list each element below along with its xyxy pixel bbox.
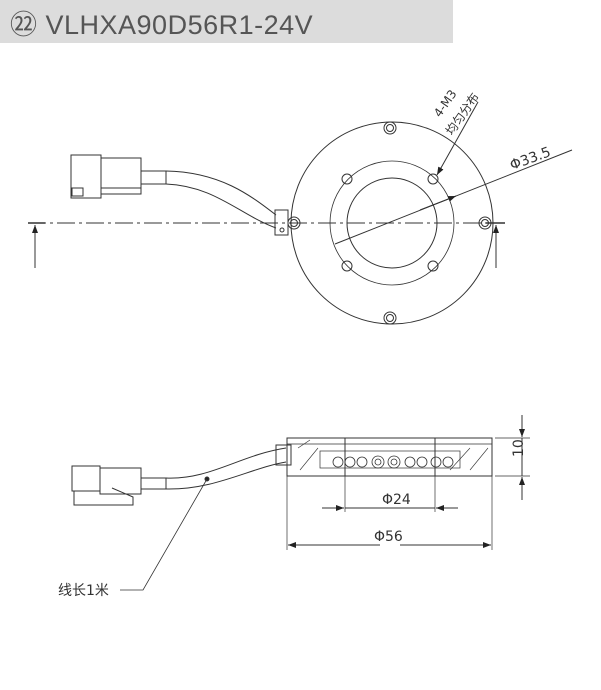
mounting-holes [341,173,439,272]
cable-clamp [274,209,289,236]
screws [287,121,492,325]
title-bar: ㉒ VLHXA90D56R1-24V [0,0,453,43]
cable-length-label: 线长1米 [58,583,109,599]
bolt-circle [329,160,455,286]
ring-body-section [286,437,493,477]
connector-side [71,444,292,506]
product-title: ㉒ VLHXA90D56R1-24V [10,10,314,40]
inner-diameter-label: Φ24 [382,492,411,508]
side-view: 10 Φ24 Φ56 线长1米 [58,415,530,599]
inner-aperture [346,177,438,269]
ring-diameter-label: Φ33.5 [508,144,553,173]
hole-leader [436,101,479,176]
cable-leader [120,478,208,591]
height-label: 10 [511,439,527,457]
led-array [332,455,454,469]
outer-diameter-label: Φ56 [374,529,403,545]
top-view: 4-M3 均匀分布 Φ33.5 [28,87,573,325]
connector-top [70,154,289,236]
